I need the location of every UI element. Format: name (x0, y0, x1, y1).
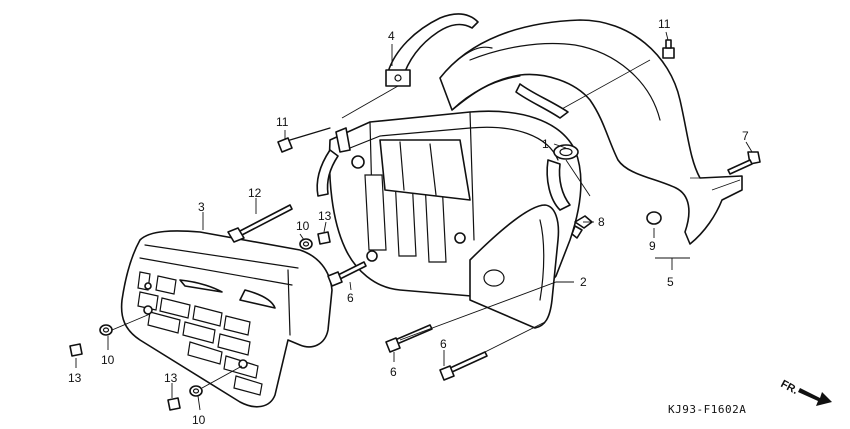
front-direction-indicator: FR. (779, 378, 832, 406)
bolt-12 (227, 204, 293, 243)
drawing-code: KJ93-F1602A (668, 403, 746, 416)
callout-labels: 1 2 3 4 5 6 6 6 7 8 9 10 10 10 11 11 12 … (68, 17, 749, 427)
callout-11b: 11 (658, 17, 671, 31)
screw-13-bottom (167, 397, 181, 411)
bolt-6-upper (327, 261, 367, 287)
direction-label: FR. (779, 378, 800, 397)
callout-10a: 10 (296, 219, 310, 233)
callout-10c: 10 (192, 413, 206, 427)
bolt-7 (727, 151, 761, 175)
callout-8: 8 (598, 215, 605, 229)
callout-3: 3 (198, 200, 205, 214)
callout-13a: 13 (318, 209, 332, 223)
bolt-11-left (277, 127, 331, 153)
battery-cable-grommet (546, 144, 579, 211)
callout-1: 1 (542, 137, 549, 151)
bolt-6-lower-right (439, 351, 488, 381)
callout-12: 12 (248, 186, 262, 200)
bolt-11-right (662, 39, 675, 59)
callout-6a: 6 (347, 291, 354, 305)
callout-4: 4 (388, 29, 395, 43)
washer-10-left (99, 324, 113, 336)
callout-6b: 6 (390, 365, 397, 379)
leader-lines (75, 31, 753, 411)
callout-13c: 13 (164, 371, 178, 385)
lower-side-cover (469, 204, 560, 329)
callout-13b: 13 (68, 371, 82, 385)
callout-7: 7 (742, 129, 749, 143)
washer-10-center (299, 238, 313, 250)
callout-2: 2 (580, 275, 587, 289)
washer-10-bottom (189, 385, 203, 397)
rear-fender (439, 19, 743, 245)
callout-10b: 10 (101, 353, 115, 367)
bolt-6-lower-left (385, 324, 433, 353)
collar-9 (646, 211, 662, 225)
callout-5: 5 (667, 275, 674, 289)
fender-stay (385, 13, 569, 119)
screw-13-center (317, 231, 331, 245)
front-arrow-icon (798, 388, 832, 406)
callout-11a: 11 (276, 115, 289, 129)
front-grille-cover (120, 230, 333, 408)
battery-tray (316, 110, 582, 300)
callout-9: 9 (649, 239, 656, 253)
screw-13-left (69, 343, 83, 357)
screw-8 (571, 215, 593, 239)
callout-6c: 6 (440, 337, 447, 351)
